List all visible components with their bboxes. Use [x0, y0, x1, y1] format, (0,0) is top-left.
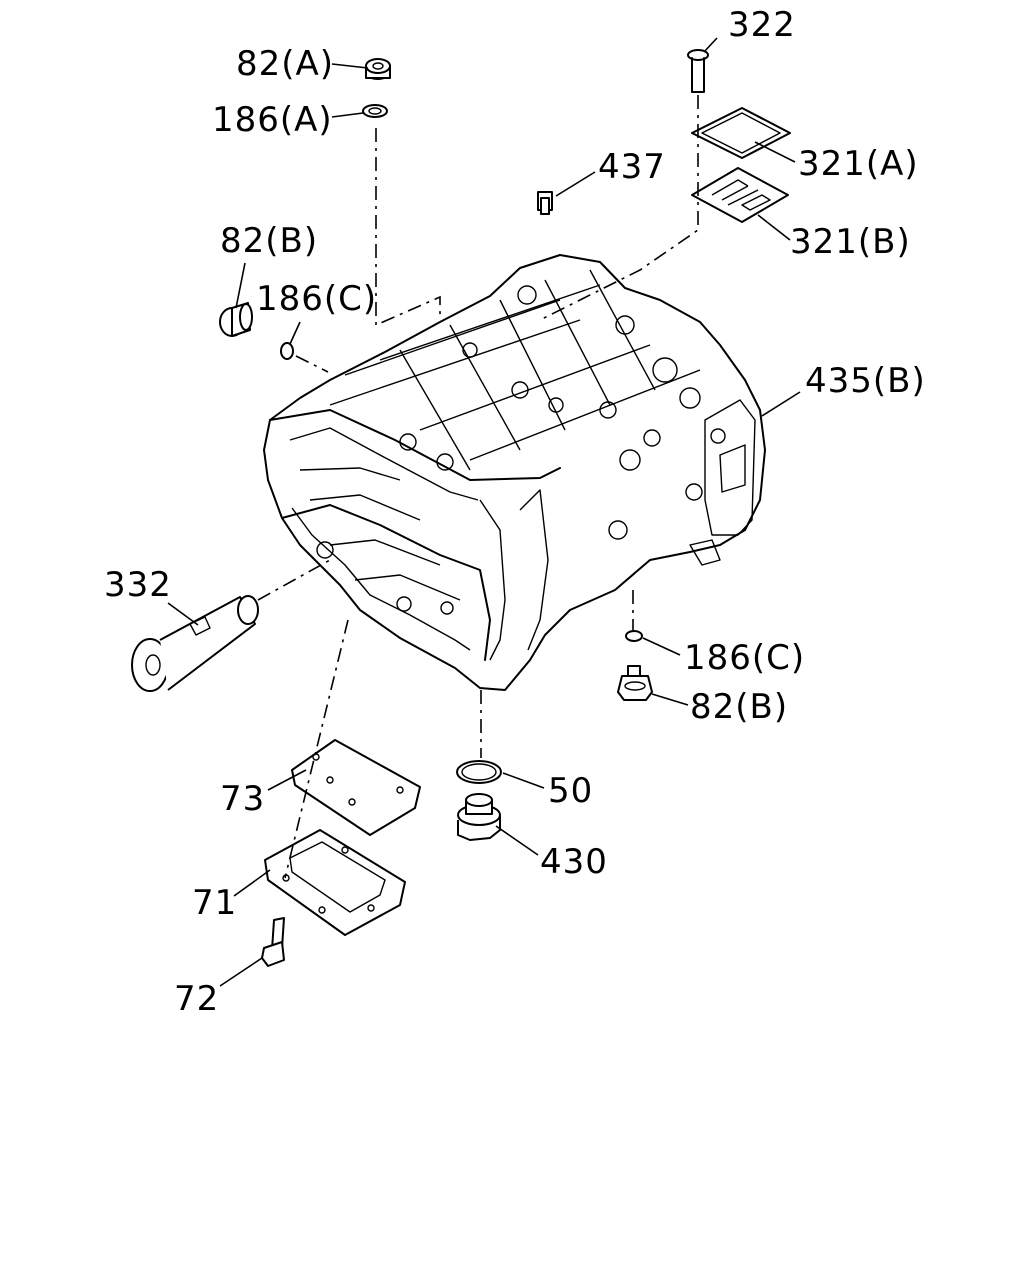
- plug-82a: [365, 58, 391, 80]
- leader-82b-top: [235, 262, 246, 309]
- cover-plate-321a: [691, 107, 791, 159]
- label-72: 72: [174, 979, 219, 1019]
- gasket-73: [291, 739, 421, 836]
- leader-435b: [761, 391, 801, 417]
- leader-50: [502, 772, 545, 789]
- leader-73: [267, 769, 307, 791]
- bolt-437: [537, 191, 553, 215]
- label-332: 332: [104, 565, 172, 605]
- label-82b-bottom: 82(B): [690, 687, 788, 727]
- leader-186c-bottom: [642, 637, 681, 656]
- leader-321b: [757, 214, 791, 241]
- o-ring-50: [456, 760, 502, 784]
- label-82b-top: 82(B): [220, 221, 318, 261]
- leader-430: [495, 825, 539, 856]
- leader-186a: [331, 112, 364, 118]
- tube-332: [131, 595, 259, 692]
- bolt-72: [261, 917, 285, 967]
- label-82a: 82(A): [236, 44, 334, 84]
- washer-186a: [362, 104, 388, 118]
- leader-186c-top: [289, 321, 301, 345]
- label-321a: 321(A): [798, 144, 919, 184]
- plug-430: [457, 793, 501, 841]
- label-435b: 435(B): [805, 361, 926, 401]
- leader-437: [555, 171, 596, 197]
- label-73: 73: [220, 779, 265, 819]
- label-321b: 321(B): [790, 222, 911, 262]
- leader-71: [233, 869, 271, 897]
- plug-82b-top: [219, 302, 253, 337]
- leader-321a: [754, 141, 796, 163]
- label-437: 437: [598, 147, 666, 187]
- bolt-322: [687, 49, 709, 93]
- leader-322: [703, 37, 718, 53]
- washer-186c-bottom: [625, 630, 643, 642]
- label-430: 430: [540, 842, 608, 882]
- label-186c-bottom: 186(C): [684, 638, 805, 678]
- washer-186c-top: [280, 342, 294, 360]
- leader-82b-bottom: [651, 693, 689, 706]
- label-50: 50: [548, 771, 593, 811]
- plug-82b-bottom: [617, 665, 653, 701]
- cover-71: [264, 829, 406, 936]
- label-71: 71: [192, 883, 237, 923]
- leader-72: [219, 957, 263, 987]
- transmission-case: [263, 254, 766, 691]
- leader-332: [167, 602, 199, 626]
- label-186c-top: 186(C): [256, 279, 377, 319]
- gasket-321b: [691, 167, 789, 223]
- leader-82a: [331, 63, 369, 69]
- label-322: 322: [728, 5, 796, 45]
- label-186a: 186(A): [212, 100, 333, 140]
